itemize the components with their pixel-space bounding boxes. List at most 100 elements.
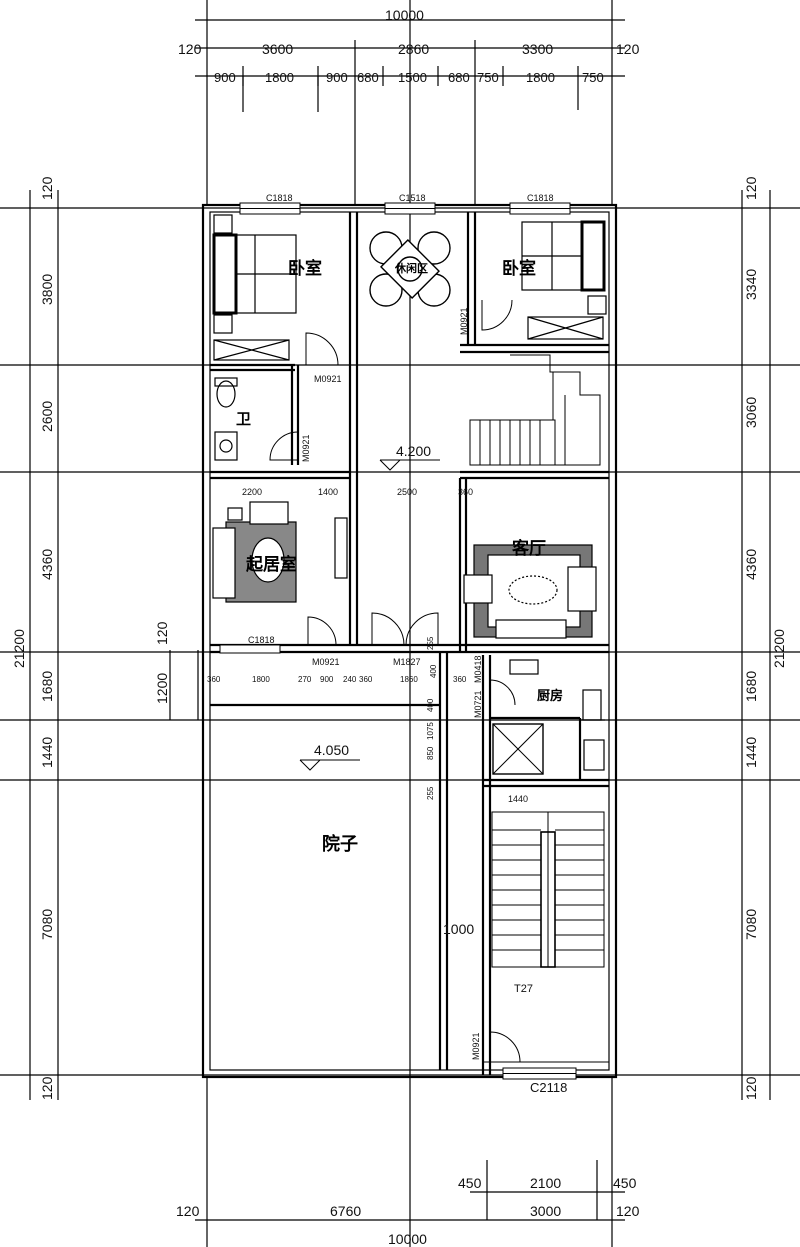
- room-label-bedroom-right: 卧室: [502, 258, 536, 279]
- room-label-courtyard: 院子: [322, 833, 358, 855]
- dim-yard-side: 1000: [443, 921, 474, 937]
- lower-stair: [491, 811, 605, 968]
- dim-bottom-wall-right: 120: [616, 1203, 640, 1219]
- dim-interior-r1-1: 2200: [242, 487, 262, 497]
- dim-left-seg-5: 1680: [39, 671, 55, 702]
- windows: [219, 202, 577, 1080]
- dim-top-sub-1: 900: [214, 70, 236, 85]
- dim-interior-r2-2: 1800: [252, 675, 270, 684]
- living-left-furniture: [212, 501, 348, 603]
- dim-top-sub-2: 1800: [265, 70, 294, 85]
- room-label-kitchen: 厨房: [537, 688, 563, 704]
- dim-left-total: 21200: [11, 629, 27, 668]
- dim-top-sub-8: 1800: [526, 70, 555, 85]
- dim-interior-r2-1: 360: [207, 675, 221, 684]
- dim-interior-r2-7: 1860: [400, 675, 418, 684]
- walls: [201, 203, 618, 1079]
- dim-bottom-wall-left: 120: [176, 1203, 200, 1219]
- room-label-leisure: 休闲区: [394, 261, 428, 275]
- tag-c1818-c: C1818: [248, 635, 275, 645]
- tag-m0921-e: M0921: [471, 1032, 481, 1060]
- dim-left-inner-1200: 1200: [154, 673, 170, 704]
- dim-interior-r2-8: 400: [429, 664, 438, 678]
- tag-t27: T27: [514, 983, 533, 995]
- dim-v-small-4: 850: [426, 746, 435, 760]
- living-right-furniture: [463, 544, 597, 639]
- tag-m0921-d: M0921: [312, 657, 340, 667]
- tag-c1518: C1518: [399, 193, 426, 203]
- dim-top-wall-left: 120: [178, 41, 202, 57]
- tag-m0921-b: M0921: [301, 434, 311, 462]
- dim-left-seg-2: 3800: [39, 274, 55, 305]
- tag-m0921-c: M0921: [459, 307, 469, 335]
- dim-interior-r2-5: 240: [343, 675, 357, 684]
- dim-interior-r2-9: 360: [453, 675, 467, 684]
- dim-right-seg-2: 3340: [743, 269, 759, 300]
- bed-left: [212, 214, 297, 361]
- dim-top-sub-7: 750: [477, 70, 499, 85]
- dim-left-inner-120: 120: [154, 621, 170, 645]
- dim-bottom-sub-mid: 2100: [530, 1175, 561, 1191]
- dim-right-seg-7: 7080: [743, 909, 759, 940]
- dim-interior-r1-4: 360: [458, 487, 473, 497]
- tag-m0721: M0721: [473, 690, 483, 718]
- dim-v-small-5: 255: [426, 786, 435, 800]
- upper-stair: [469, 354, 601, 466]
- dim-top-wall-right: 120: [616, 41, 640, 57]
- tag-c1818-b: C1818: [527, 193, 554, 203]
- dim-left-seg-8: 120: [39, 1076, 55, 1100]
- tag-c1818-a: C1818: [266, 193, 293, 203]
- tag-m0921-a: M0921: [314, 374, 342, 384]
- dim-stair-width: 1440: [508, 794, 528, 804]
- dim-top-overall: 10000: [385, 7, 424, 23]
- dim-left-seg-4: 4360: [39, 549, 55, 580]
- dim-right-seg-5: 1680: [743, 671, 759, 702]
- dim-top-bay-2: 2860: [398, 41, 429, 57]
- dim-interior-r1-3: 2500: [397, 487, 417, 497]
- dim-left-seg-6: 1440: [39, 737, 55, 768]
- lounge-table: [369, 231, 451, 307]
- dim-bottom-sub-left: 450: [458, 1175, 482, 1191]
- dim-top-bay-3: 3300: [522, 41, 553, 57]
- room-label-bath: 卫: [236, 410, 251, 428]
- dim-interior-r2-4: 900: [320, 675, 334, 684]
- doors: [269, 299, 521, 1063]
- bathroom-fixtures: [214, 377, 238, 461]
- dim-right-seg-3: 3060: [743, 397, 759, 428]
- tag-m1827: M1827: [393, 657, 421, 667]
- level-lower: 4.050: [314, 742, 349, 758]
- dim-bottom-sub-right: 450: [613, 1175, 637, 1191]
- dim-right-total: 21200: [771, 629, 787, 668]
- dim-interior-r1-2: 1400: [318, 487, 338, 497]
- dim-interior-r2-3: 270: [298, 675, 312, 684]
- dim-right-seg-1: 120: [743, 176, 759, 200]
- dim-v-small-1: 255: [426, 636, 435, 650]
- room-label-living-left: 起居室: [245, 554, 297, 575]
- room-label-living-right: 客厅: [511, 538, 546, 559]
- level-upper: 4.200: [396, 443, 431, 459]
- dim-right-seg-6: 1440: [743, 737, 759, 768]
- dim-left-seg-1: 120: [39, 176, 55, 200]
- dim-bottom-left-bay: 6760: [330, 1203, 361, 1219]
- dim-left-seg-3: 2600: [39, 401, 55, 432]
- dim-interior-r2-6: 360: [359, 675, 373, 684]
- dim-top-sub-5: 1500: [398, 70, 427, 85]
- dim-right-seg-8: 120: [743, 1076, 759, 1100]
- room-label-bedroom-left: 卧室: [288, 258, 322, 279]
- dim-v-small-3: 1075: [426, 722, 435, 740]
- dim-top-sub-9: 750: [582, 70, 604, 85]
- dim-left-seg-7: 7080: [39, 909, 55, 940]
- tag-m0418: M0418: [473, 655, 483, 683]
- dim-right-seg-4: 4360: [743, 549, 759, 580]
- dim-top-sub-3: 900: [326, 70, 348, 85]
- kitchen-fixtures: [509, 659, 605, 771]
- dim-bottom-right-bay: 3000: [530, 1203, 561, 1219]
- dim-top-bay-1: 3600: [262, 41, 293, 57]
- dim-top-sub-4: 680: [357, 70, 379, 85]
- level-markers: [299, 459, 440, 771]
- tag-c2118: C2118: [530, 1080, 567, 1095]
- dim-v-small-2: 400: [426, 698, 435, 712]
- dim-top-sub-6: 680: [448, 70, 470, 85]
